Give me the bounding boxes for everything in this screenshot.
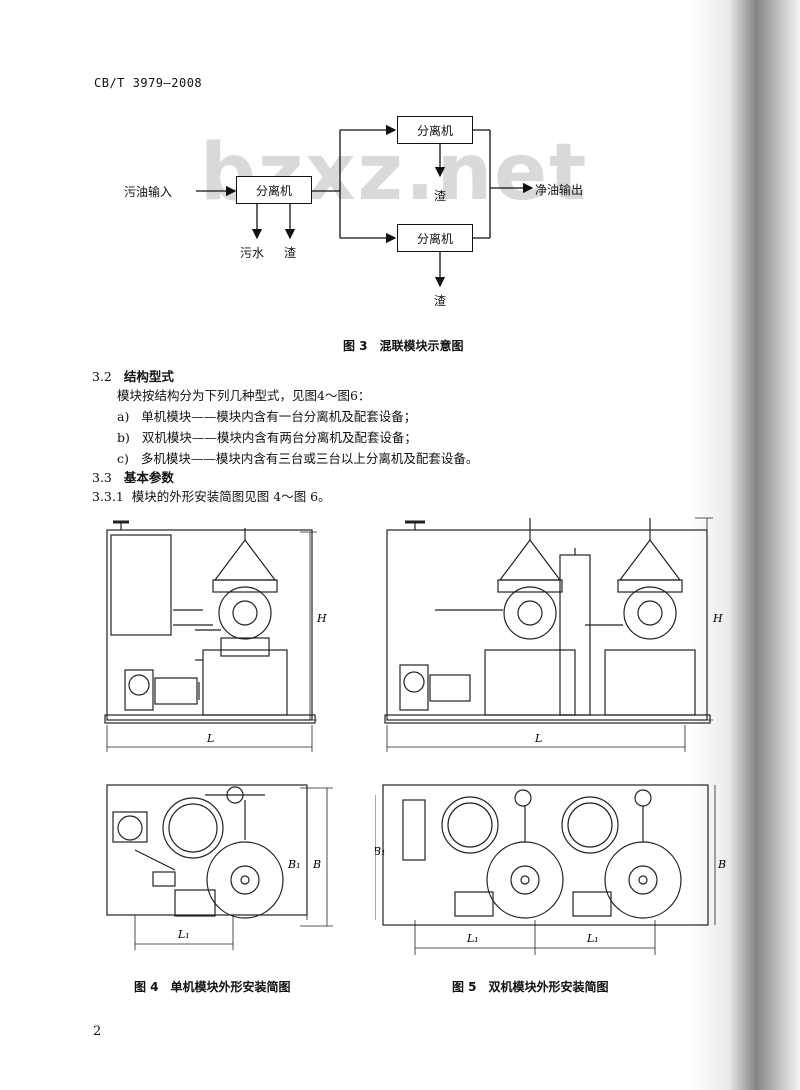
figure-5-svg: H L B B₁ L₁ L₁	[375, 517, 726, 955]
separator-box-1: 分离机	[236, 176, 312, 204]
figure-5-caption: 图 5 双机模块外形安装简图	[452, 980, 609, 994]
dim-H-label: H	[316, 612, 327, 625]
dim-L-label: L	[534, 732, 542, 745]
residue-label-3: 渣	[434, 294, 447, 308]
figure-4-svg: H L B B₁ L₁	[104, 520, 333, 950]
section-3-2-intro: 模块按结构分为下列几种型式，见图4～图6：	[117, 388, 371, 403]
dim-L1-label-2: L₁	[586, 932, 599, 945]
dim-B-label: B	[717, 858, 726, 871]
list-item: b) 双机模块——模块内含有两台分离机及配套设备；	[117, 430, 417, 445]
separator-box-2: 分离机	[397, 116, 473, 144]
list-item: c) 多机模块——模块内含有三台或三台以上分离机及配套设备。	[117, 451, 479, 466]
page-number: 2	[93, 1024, 102, 1039]
section-3-2-heading: 3.2 结构型式	[92, 369, 174, 384]
figure-3-diagram: 污油输入 分离机 分离机 分离机 净油输出 污水 渣 渣 渣	[0, 0, 800, 340]
separator-box-3: 分离机	[397, 224, 473, 252]
dim-B-label: B	[312, 858, 321, 871]
figure-5-drawing: H L B B₁ L₁ L₁	[375, 510, 735, 960]
dim-L1-label: L₁	[177, 928, 190, 941]
list-item: a) 单机模块——模块内含有一台分离机及配套设备；	[117, 409, 417, 424]
figure-4-caption: 图 4 单机模块外形安装简图	[134, 980, 291, 994]
output-label: 净油输出	[535, 183, 584, 197]
figure-3-lines	[196, 124, 534, 288]
input-label: 污油输入	[124, 185, 173, 199]
sewage-label: 污水	[240, 246, 265, 260]
figure-3-caption: 图 3 混联模块示意图	[343, 339, 464, 353]
section-3-3-heading: 3.3 基本参数	[92, 470, 174, 485]
dim-B1-label: B₁	[375, 845, 386, 858]
residue-label-1: 渣	[284, 246, 297, 260]
residue-label-2: 渣	[434, 189, 447, 203]
figure-4-drawing: H L B B₁ L₁	[95, 510, 340, 960]
standard-code: CB/T 3979—2008	[94, 76, 203, 90]
dim-B1-label: B₁	[287, 858, 301, 871]
section-3-3-1-text: 3.3.1 模块的外形安装简图见图 4～图 6。	[92, 489, 331, 504]
dim-H-label: H	[712, 612, 723, 625]
dim-L1-label: L₁	[466, 932, 479, 945]
dim-L-label: L	[206, 732, 214, 745]
